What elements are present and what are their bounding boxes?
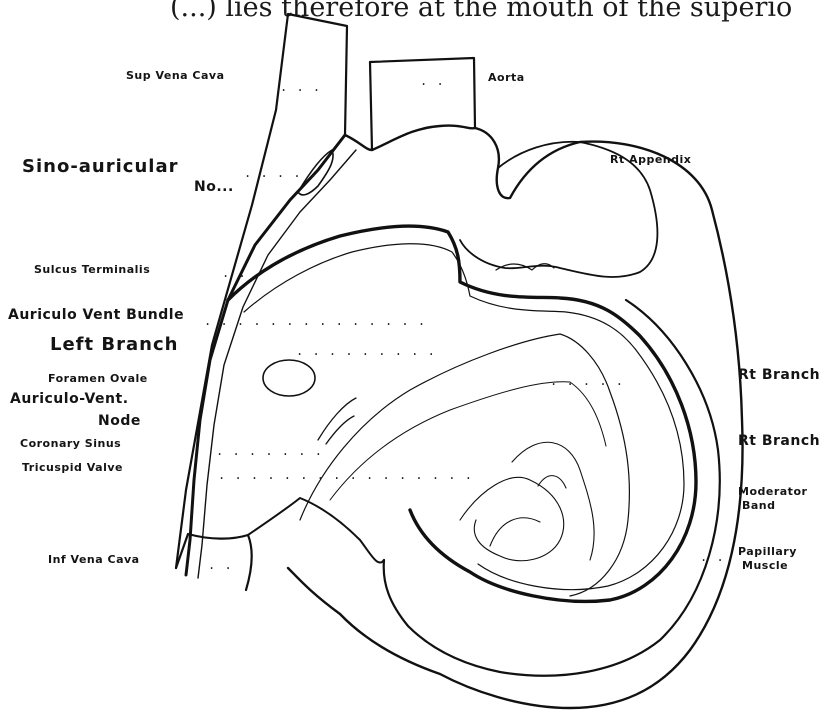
leader-left-branch: . . . . . . . . . (296, 344, 436, 358)
leader-branch-right: . . . . . (550, 374, 624, 388)
label-sino-node: No... (194, 180, 234, 194)
label-tricuspid-valve: Tricuspid Valve (22, 462, 123, 473)
foramen-ovale-shape (263, 360, 315, 396)
aorta-shape (370, 58, 475, 150)
leader-auriculo-vent-bundle: . . . . . . . . . . . . . . (204, 314, 426, 328)
valve-inner-fold (330, 382, 606, 500)
av-node-shape (318, 398, 356, 444)
label-rt-branch-upper: Rt Branch (738, 368, 820, 382)
leader-coronary-sinus: . . . . . . . (216, 444, 323, 458)
label-aorta: Aorta (488, 72, 525, 83)
crista-terminalis-mark (496, 264, 554, 270)
leader-sino-node: . . . . . (244, 166, 318, 180)
papillary-muscle-shape (460, 442, 594, 560)
label-left-branch: Left Branch (50, 336, 178, 354)
leader-papillary-muscle: . . (700, 550, 725, 564)
label-auriculo-vent-bundle: Auriculo Vent Bundle (8, 308, 184, 322)
label-muscle: Muscle (742, 560, 788, 571)
label-coronary-sinus: Coronary Sinus (20, 438, 121, 449)
label-rt-branch-lower: Rt Branch (738, 434, 820, 448)
label-auriculo-vent: Auriculo-Vent. (10, 392, 129, 406)
upper-contour (288, 126, 743, 708)
label-inf-vena-cava: Inf Vena Cava (48, 554, 140, 565)
label-node: Node (98, 414, 141, 428)
leader-sup-vena-cava: . . . (280, 80, 321, 94)
label-band: Band (742, 500, 776, 511)
septum-bold-line (228, 226, 696, 601)
label-foramen-ovale: Foramen Ovale (48, 373, 148, 384)
label-sino-auricular: Sino-auricular (22, 158, 178, 176)
label-rt-appendix: Rt Appendix (610, 154, 691, 165)
leader-sulcus-terminalis: . . (222, 266, 247, 280)
leader-tricuspid-valve: . . . . . . . . . . . . . . . . (218, 468, 473, 482)
label-moderator: Moderator (738, 486, 807, 497)
label-papillary: Papillary (738, 546, 797, 557)
lower-contour (248, 498, 384, 563)
label-sup-vena-cava: Sup Vena Cava (126, 70, 225, 81)
label-sulcus-terminalis: Sulcus Terminalis (34, 264, 150, 275)
leader-inf-vena-cava: . . (208, 558, 233, 572)
superior-vena-cava-shape (176, 14, 347, 568)
leader-aorta: . . (420, 74, 445, 88)
